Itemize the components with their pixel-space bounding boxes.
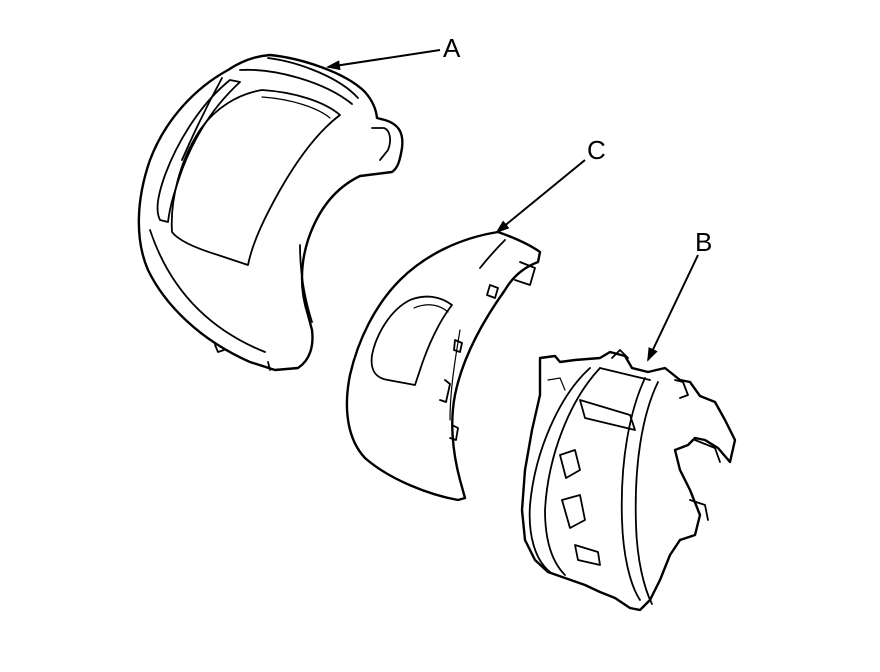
part-b-lower-frame: [520, 349, 737, 612]
part-c-middle-cover: [345, 230, 542, 502]
callout-c: C: [495, 135, 606, 234]
callout-b: B: [647, 227, 712, 362]
part-a-upper-cover: [137, 53, 404, 372]
leader-line-c: [495, 159, 586, 234]
callout-a: A: [326, 33, 461, 71]
callout-label-a: A: [443, 33, 461, 63]
callout-label-c: C: [587, 135, 606, 165]
leader-line-b: [647, 254, 699, 362]
callout-label-b: B: [695, 227, 712, 257]
leader-line-a: [326, 49, 441, 71]
